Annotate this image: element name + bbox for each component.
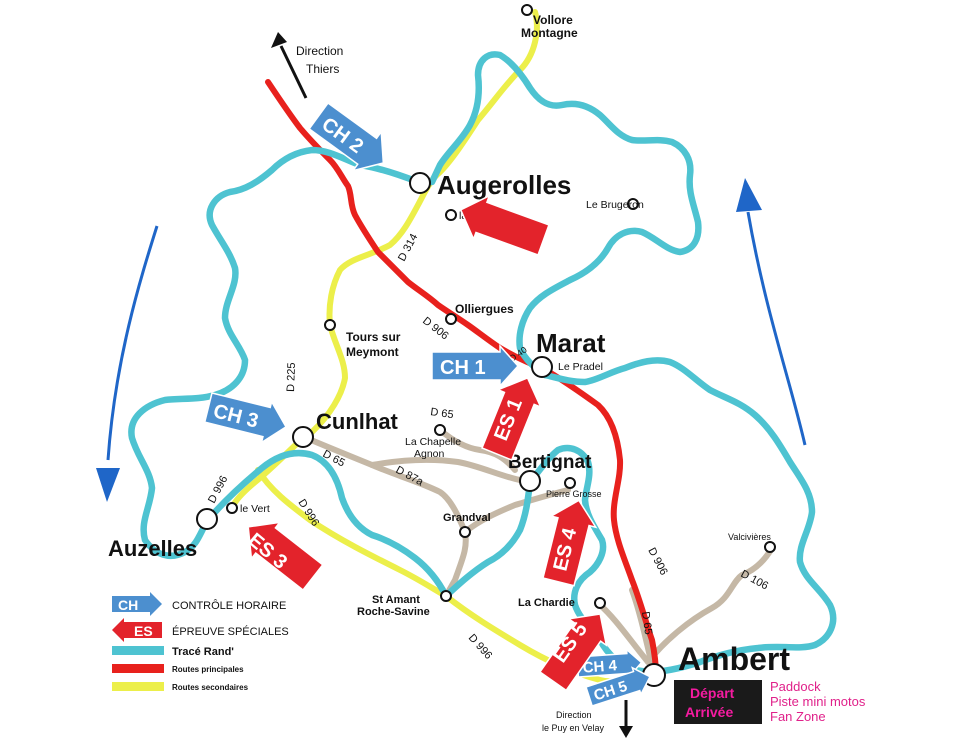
road-label-d65-chapelle: D 65 bbox=[430, 406, 455, 421]
direction-thiers-line2: Thiers bbox=[306, 62, 339, 76]
town-label-grandval: Grandval bbox=[443, 512, 491, 524]
legend-es-label: ÉPREUVE SPÉCIALES bbox=[172, 625, 289, 638]
direction-puy-line1: Direction bbox=[556, 710, 592, 720]
town-label-bertignat: Bertignat bbox=[508, 452, 592, 473]
town-label-st-amant-1: St Amant bbox=[372, 594, 420, 606]
town-label-vollore-1: Vollore bbox=[533, 13, 573, 27]
marker-ch4-label: CH 4 bbox=[582, 657, 618, 676]
marker-ch1: CH 1 bbox=[431, 344, 520, 388]
town-label-marat: Marat bbox=[536, 328, 606, 358]
legend-ch-symbol: CH bbox=[112, 592, 162, 616]
town-label-augerolles: Augerolles bbox=[437, 170, 571, 200]
town-circle-marat bbox=[531, 356, 553, 378]
rally-trace bbox=[128, 51, 837, 676]
direction-arrows bbox=[96, 178, 807, 502]
town-label-le-vert: le Vert bbox=[240, 503, 270, 515]
puy-arrow bbox=[619, 700, 633, 738]
town-label-cunlhat: Cunlhat bbox=[316, 409, 399, 434]
town-label-la-chardie: La Chardie bbox=[518, 597, 575, 609]
legend-ch-label: CONTRÔLE HORAIRE bbox=[172, 599, 286, 612]
legend-es-text: ES bbox=[134, 623, 153, 639]
town-label-auzelles: Auzelles bbox=[108, 536, 197, 561]
road-label-d906-south: D 906 bbox=[645, 546, 669, 578]
thiers-arrow bbox=[271, 32, 308, 99]
town-markers bbox=[196, 4, 776, 687]
town-label-pierre-grosse: Pierre Grosse bbox=[546, 489, 602, 499]
direction-thiers-line1: Direction bbox=[296, 44, 343, 58]
town-label-tours-1: Tours sur bbox=[346, 330, 401, 344]
depart-arrivee-box: Départ Arrivée bbox=[674, 680, 762, 724]
town-label-la-chapelle-2: Agnon bbox=[414, 448, 445, 460]
tertiary-roads bbox=[301, 427, 775, 668]
town-label-le-pradel: Le Pradel bbox=[558, 361, 603, 373]
legend-routes-principales-label: Routes principales bbox=[172, 665, 244, 674]
legend: CH CONTRÔLE HORAIRE ES ÉPREUVE SPÉCIALES… bbox=[112, 592, 289, 692]
info-piste: Piste mini motos bbox=[770, 694, 866, 709]
legend-routes-secondaires-label: Routes secondaires bbox=[172, 683, 249, 692]
depart-label: Départ bbox=[690, 685, 735, 701]
town-label-olliergues: Olliergues bbox=[455, 302, 514, 316]
marker-es1 bbox=[481, 377, 543, 461]
town-label-ambert: Ambert bbox=[678, 641, 790, 677]
town-circle-bertignat bbox=[519, 470, 541, 492]
legend-routes-secondaires-swatch bbox=[112, 682, 164, 691]
town-label-la-chapelle-1: La Chapelle bbox=[405, 436, 461, 448]
legend-trace-swatch bbox=[112, 646, 164, 655]
town-label-tours-2: Meymont bbox=[346, 345, 399, 359]
town-label-valcivieres: Valcivières bbox=[728, 532, 771, 542]
town-label-vollore-2: Montagne bbox=[521, 26, 578, 40]
marker-es2 bbox=[459, 194, 550, 256]
road-label-d225: D 225 bbox=[285, 362, 298, 392]
road-label-d996-south: D 996 bbox=[466, 632, 495, 662]
info-fan-zone: Fan Zone bbox=[770, 709, 826, 724]
town-label-le-brugeron: Le Brugeron bbox=[586, 199, 644, 211]
town-label-st-amant-2: Roche-Savine bbox=[357, 606, 430, 618]
road-label-d87a: D 87a bbox=[394, 464, 426, 489]
marker-es5 bbox=[538, 613, 608, 692]
town-circle-cunlhat bbox=[292, 426, 314, 448]
arrivee-label: Arrivée bbox=[685, 704, 733, 720]
marker-es4 bbox=[542, 499, 598, 587]
marker-ch4: CH 4 bbox=[576, 647, 643, 680]
info-paddock: Paddock bbox=[770, 679, 821, 694]
direction-puy-line2: le Puy en Velay bbox=[542, 723, 605, 733]
road-label-d65-ambert: D 65 bbox=[639, 611, 654, 636]
town-circle-auzelles bbox=[196, 508, 218, 530]
legend-trace-label: Tracé Rand' bbox=[172, 646, 234, 658]
marker-ch1-label: CH 1 bbox=[440, 357, 486, 379]
legend-routes-principales-swatch bbox=[112, 664, 164, 673]
marker-es3 bbox=[247, 521, 324, 592]
legend-es-symbol: ES bbox=[112, 618, 162, 642]
legend-ch-text: CH bbox=[118, 597, 138, 613]
marker-ch3: CH 3 bbox=[203, 392, 287, 445]
town-circle-augerolles bbox=[409, 172, 431, 194]
